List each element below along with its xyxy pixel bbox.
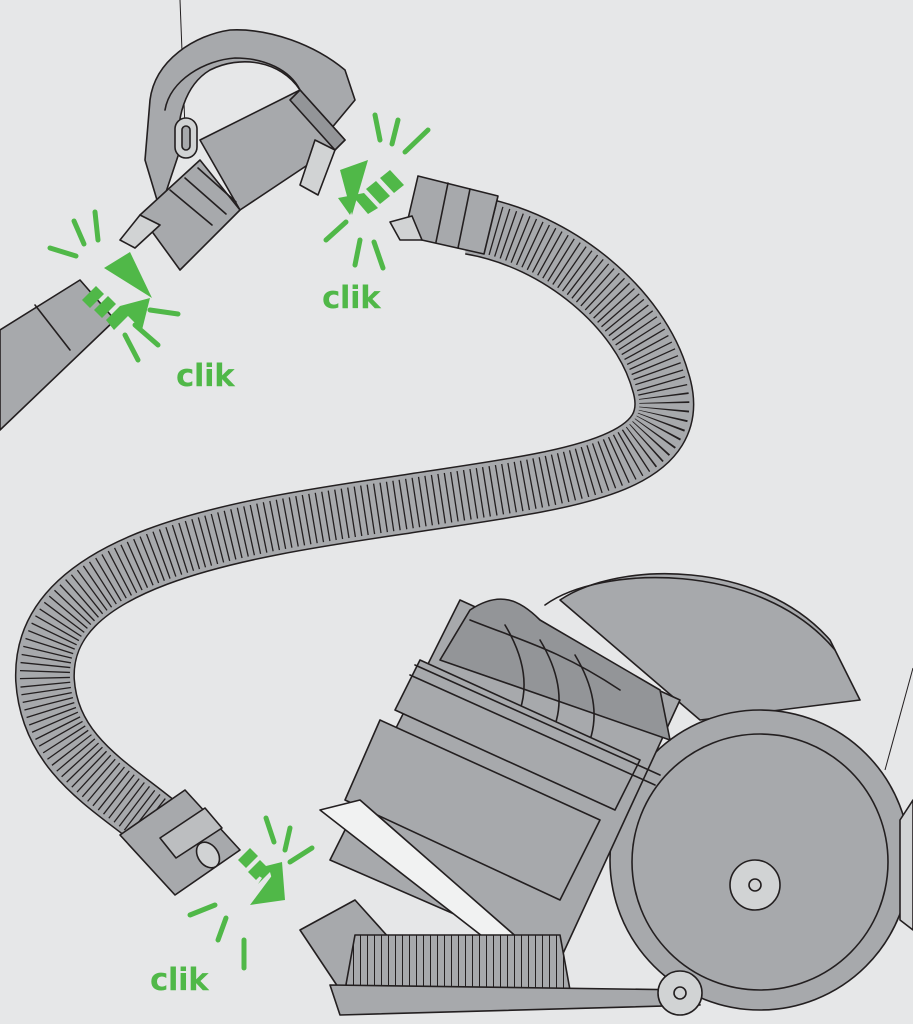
click-label-bottom: clik [150,962,208,998]
extension-wand [0,280,115,430]
push-arrow-icon [238,848,285,905]
wand-handle [120,30,355,270]
leader-line-right [885,668,913,770]
click-label-top: clik [322,280,380,316]
push-arrow-icon [338,160,404,215]
click-label-left: clik [176,358,234,394]
hose-cuff [390,176,498,254]
